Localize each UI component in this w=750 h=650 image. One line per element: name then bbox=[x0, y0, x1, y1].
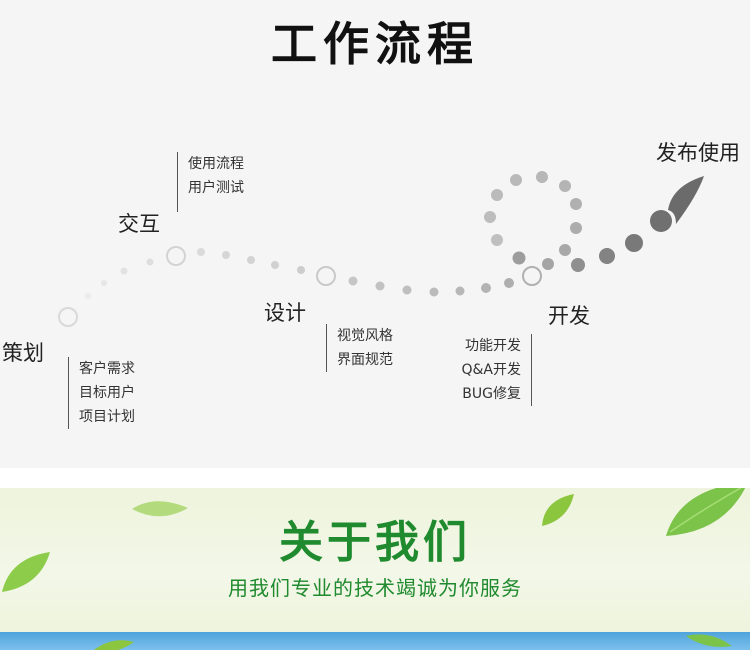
list-item: 目标用户 bbox=[79, 385, 135, 401]
stage-design-items: 视觉风格 界面规范 bbox=[326, 324, 393, 372]
stage-interaction-label: 交互 bbox=[118, 212, 160, 236]
section-gap bbox=[0, 468, 750, 488]
node-design bbox=[316, 266, 336, 286]
list-item: BUG修复 bbox=[462, 386, 521, 402]
node-strategy bbox=[58, 307, 78, 327]
about-subtitle: 用我们专业的技术竭诚为你服务 bbox=[228, 576, 522, 600]
list-item: 功能开发 bbox=[465, 338, 521, 354]
leaf-icon bbox=[686, 634, 732, 647]
stage-development-label: 开发 bbox=[548, 304, 590, 328]
list-item: 视觉风格 bbox=[337, 328, 393, 344]
stage-strategy-label: 策划 bbox=[2, 341, 44, 365]
stage-development-items: 功能开发 Q&A开发 BUG修复 bbox=[461, 334, 532, 406]
node-interaction bbox=[166, 246, 186, 266]
workflow-title: 工作流程 bbox=[271, 17, 479, 71]
leaf-icon bbox=[94, 640, 134, 650]
list-item: 使用流程 bbox=[188, 156, 244, 172]
list-item: 项目计划 bbox=[79, 409, 135, 425]
workflow-path bbox=[58, 171, 704, 327]
leaf-icon bbox=[542, 494, 574, 526]
stage-strategy-items: 客户需求 目标用户 项目计划 bbox=[68, 357, 135, 429]
leaf-icon bbox=[666, 488, 746, 536]
list-item: Q&A开发 bbox=[461, 362, 521, 378]
workflow-section: 工作流程 bbox=[2, 17, 740, 429]
stage-design-label: 设计 bbox=[264, 301, 306, 325]
node-development bbox=[522, 266, 542, 286]
list-item: 用户测试 bbox=[188, 180, 244, 196]
about-banner: 关于我们 用我们专业的技术竭诚为你服务 bbox=[0, 488, 750, 632]
list-item: 界面规范 bbox=[337, 352, 393, 368]
bottom-image-strip bbox=[0, 632, 750, 650]
release-arrow-icon bbox=[668, 176, 704, 224]
stage-interaction-items: 使用流程 用户测试 bbox=[177, 152, 244, 212]
about-title: 关于我们 bbox=[279, 517, 471, 568]
leaf-icon bbox=[2, 552, 50, 592]
list-item: 客户需求 bbox=[79, 361, 135, 377]
leaf-icon bbox=[132, 501, 188, 517]
stage-release-label: 发布使用 bbox=[656, 141, 740, 165]
